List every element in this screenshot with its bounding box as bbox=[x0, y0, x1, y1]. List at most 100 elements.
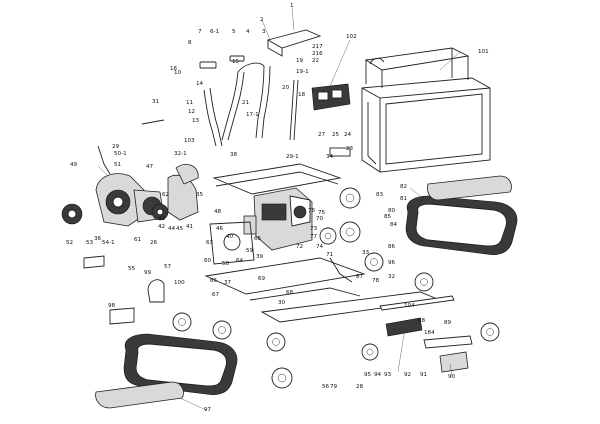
leader-lines bbox=[97, 7, 461, 411]
callout: 18 bbox=[298, 92, 306, 98]
callout: 58 bbox=[222, 261, 230, 267]
callout: 96 bbox=[388, 260, 396, 266]
callout: 73 bbox=[310, 226, 318, 232]
callout: 102 bbox=[346, 34, 357, 40]
rear-axle bbox=[379, 295, 473, 373]
callout: 103 bbox=[184, 138, 195, 144]
callout: 62 bbox=[162, 192, 169, 198]
callout: 84 bbox=[390, 222, 398, 228]
callout: 63 bbox=[206, 240, 214, 246]
callout: 13 bbox=[192, 118, 200, 124]
road-wheels bbox=[172, 187, 500, 389]
callout: 76 bbox=[308, 208, 316, 214]
callout: 87 bbox=[356, 274, 364, 280]
callout: 184 bbox=[424, 330, 435, 336]
callout: 57 bbox=[164, 264, 172, 270]
callout: 67 bbox=[212, 292, 220, 298]
callout: 7 bbox=[198, 29, 202, 35]
battery-box bbox=[311, 83, 351, 111]
callout: 86 bbox=[388, 244, 396, 250]
callout: 54-1 bbox=[102, 240, 115, 246]
callout: 33 bbox=[362, 250, 370, 256]
small-parts bbox=[83, 119, 353, 325]
callout: 88 bbox=[418, 318, 426, 324]
callout: 31 bbox=[152, 99, 160, 105]
callout: 29 bbox=[112, 144, 120, 150]
callout: 69 bbox=[258, 276, 266, 282]
callout: 37 bbox=[224, 280, 232, 286]
callout: 6-1 bbox=[210, 29, 220, 35]
callout: 35 bbox=[196, 192, 204, 198]
callout: 12 bbox=[188, 109, 195, 115]
callout: 26 bbox=[150, 240, 158, 246]
callout: 216 bbox=[312, 51, 323, 57]
callout: 98 bbox=[108, 303, 116, 309]
callout: 104 bbox=[404, 303, 415, 309]
callout: 15 bbox=[232, 59, 240, 65]
callout: 94 bbox=[374, 372, 382, 378]
callout: 4 bbox=[246, 29, 250, 35]
callout: 52 bbox=[66, 240, 73, 246]
callout: 36 bbox=[94, 236, 102, 242]
callout: 217 bbox=[312, 44, 323, 50]
chassis-frame bbox=[204, 163, 442, 323]
callout: 19 bbox=[296, 58, 304, 64]
callout: 75 bbox=[318, 210, 326, 216]
callout: 16 bbox=[170, 66, 178, 72]
callout: 82 bbox=[400, 184, 407, 190]
drive-housing bbox=[61, 173, 199, 227]
callout: 27 bbox=[318, 132, 326, 138]
callout: 1 bbox=[290, 3, 294, 9]
callout: 100 bbox=[174, 280, 185, 286]
callout: 74 bbox=[316, 244, 324, 250]
callout: 34 bbox=[326, 154, 334, 160]
callout: 45 bbox=[176, 226, 184, 232]
callout: 66 bbox=[210, 278, 218, 284]
callout: 97 bbox=[204, 407, 212, 413]
callout: 19-1 bbox=[296, 69, 309, 75]
callout: 14 bbox=[196, 81, 204, 87]
left-track bbox=[95, 333, 238, 409]
callout: 68 bbox=[286, 290, 294, 296]
callout: 83 bbox=[376, 192, 384, 198]
cargo-box bbox=[361, 47, 491, 173]
callout: 53 bbox=[86, 240, 94, 246]
callout: 21 bbox=[242, 100, 250, 106]
callout: 40 bbox=[226, 234, 234, 240]
callout: 90 bbox=[448, 374, 456, 380]
callout: 77 bbox=[310, 234, 318, 240]
callout: 47 bbox=[146, 164, 154, 170]
engine bbox=[243, 187, 313, 251]
callout: 5 bbox=[232, 29, 236, 35]
callout: 30 bbox=[278, 300, 286, 306]
callout: 24 bbox=[344, 132, 352, 138]
callout: 91 bbox=[420, 372, 428, 378]
callout: 39 bbox=[256, 254, 264, 260]
callout: 72 bbox=[296, 244, 303, 250]
callout: 93 bbox=[384, 372, 392, 378]
callout: 29-1 bbox=[286, 154, 299, 160]
callout: 32-1 bbox=[174, 151, 187, 157]
callout: 43 bbox=[158, 216, 166, 222]
callout: 65 bbox=[254, 236, 262, 242]
callout: 44 bbox=[168, 226, 176, 232]
callout: 38 bbox=[230, 152, 238, 158]
callout: 78 bbox=[372, 278, 380, 284]
callout: 59 bbox=[246, 248, 254, 254]
callout: 92 bbox=[404, 372, 411, 378]
callout: 64 bbox=[236, 258, 244, 264]
callout: 70 bbox=[316, 216, 324, 222]
callout: 85 bbox=[384, 214, 392, 220]
callout: 56 bbox=[322, 384, 330, 390]
callout: 60 bbox=[204, 258, 212, 264]
callout: 22 bbox=[312, 58, 319, 64]
callout: 23 bbox=[346, 146, 354, 152]
callout: 46 bbox=[216, 226, 224, 232]
callout: 99 bbox=[144, 270, 152, 276]
handle-assembly bbox=[199, 29, 322, 147]
callout: 61 bbox=[134, 237, 142, 243]
callout: 11 bbox=[186, 100, 194, 106]
callout: 81 bbox=[400, 196, 408, 202]
right-track bbox=[405, 175, 518, 255]
